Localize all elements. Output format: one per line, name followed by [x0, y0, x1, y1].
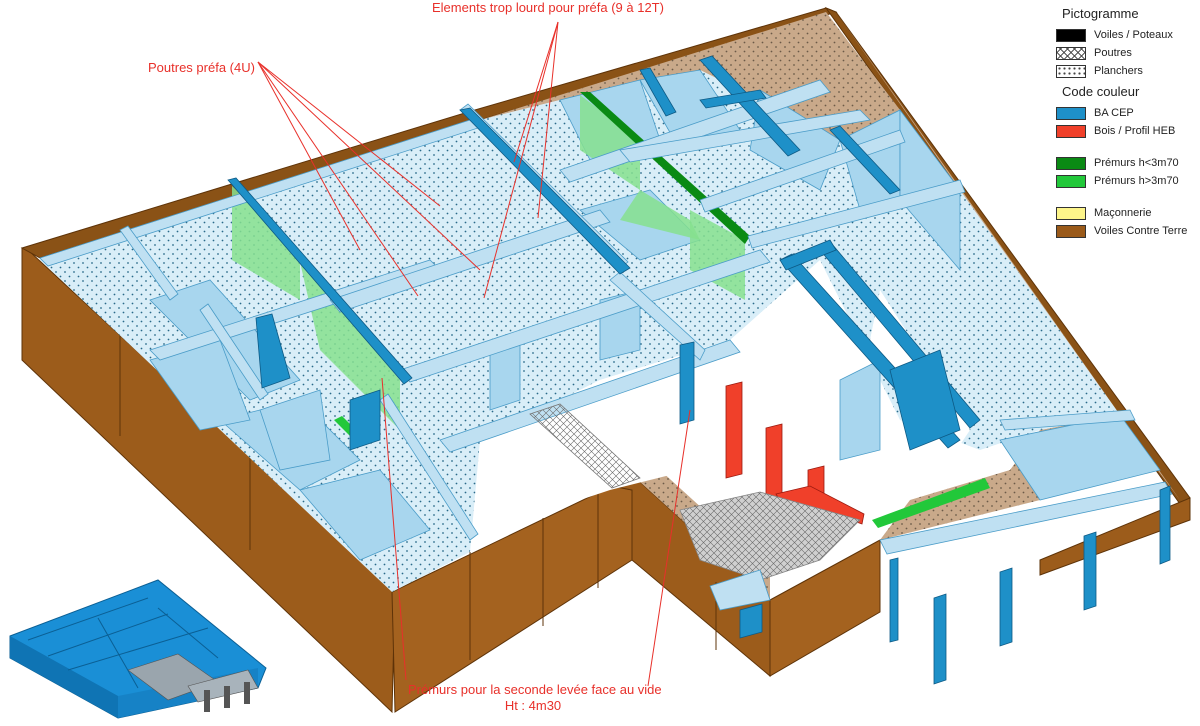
color-swatch: [1056, 206, 1086, 220]
premur-light-4: [620, 190, 700, 240]
color-swatch: [1056, 224, 1086, 238]
footbridge: [529, 403, 641, 489]
annotation-precast-beams: Poutres préfa (4U): [148, 60, 255, 75]
color-swatch: [1056, 174, 1086, 188]
legend-label: Poutres: [1094, 47, 1132, 59]
legend-panel: Pictogramme Voiles / Poteaux Poutres Pla…: [1056, 6, 1198, 240]
column-blue-4: [1083, 531, 1097, 611]
legend-label: BA CEP: [1094, 107, 1134, 119]
legend-row-poutres: Poutres: [1056, 44, 1198, 62]
annotation-premurs-line1: Prémurs pour la seconde levée face au vi…: [408, 682, 662, 697]
legend-couleur-title: Code couleur: [1062, 84, 1140, 99]
column-blue-3: [999, 567, 1013, 647]
legend-gap: [1056, 190, 1198, 204]
column-red-1: [725, 381, 743, 479]
swatch-dots: [1056, 64, 1086, 78]
wall-stair-right: [769, 539, 881, 677]
legend-color-row: Maçonnerie: [1056, 204, 1198, 222]
column-blue-2: [933, 593, 947, 685]
legend-color-row: Prémurs h>3m70: [1056, 172, 1198, 190]
premur-light-3: [580, 95, 640, 190]
column-blue-6: [739, 603, 763, 639]
legend-color-row: Bois / Profil HEB: [1056, 122, 1198, 140]
color-swatch: [1056, 124, 1086, 138]
legend-row-planchers: Planchers: [1056, 62, 1198, 80]
annotation-premurs: Prémurs pour la seconde levée face au vi…: [408, 682, 662, 714]
color-swatch: [1056, 106, 1086, 120]
legend-pictogramme-title: Pictogramme: [1062, 6, 1139, 21]
legend-label: Planchers: [1094, 65, 1143, 77]
legend-label: Voiles Contre Terre: [1094, 225, 1188, 237]
legend-label: Maçonnerie: [1094, 207, 1152, 219]
column-blue-1: [889, 557, 899, 643]
legend-gap: [1056, 140, 1198, 154]
column-red-2: [765, 423, 783, 503]
premur-dark-3: [872, 478, 990, 528]
stairs-and-bridge: [529, 403, 861, 611]
columns: [725, 381, 1171, 685]
swatch-solid-black: [1056, 28, 1086, 42]
swatch-cross-hatch: [1056, 46, 1086, 60]
annotation-heavy-elements: Elements trop lourd pour préfa (9 à 12T): [432, 0, 664, 15]
column-blue-5: [1159, 485, 1171, 565]
building-3d-thumbnail-icon: [9, 579, 267, 719]
landing: [709, 569, 771, 611]
color-swatch: [1056, 156, 1086, 170]
legend-label: Bois / Profil HEB: [1094, 125, 1176, 137]
legend-label: Prémurs h>3m70: [1094, 175, 1179, 187]
legend-row-voiles: Voiles / Poteaux: [1056, 26, 1198, 44]
ba-cep-elements: [227, 55, 981, 451]
legend-color-row: BA CEP: [1056, 104, 1198, 122]
annotation-leaders: [257, 21, 691, 687]
legend-label: Voiles / Poteaux: [1094, 29, 1173, 41]
annotation-premurs-line2: Ht : 4m30: [504, 698, 562, 713]
courtyard-void: [480, 340, 900, 520]
legend-color-row: Prémurs h<3m70: [1056, 154, 1198, 172]
premur-light-1: [232, 186, 300, 300]
wall-right-front: [1039, 497, 1191, 576]
legend-color-row: Voiles Contre Terre: [1056, 222, 1198, 240]
legend-label: Prémurs h<3m70: [1094, 157, 1179, 169]
